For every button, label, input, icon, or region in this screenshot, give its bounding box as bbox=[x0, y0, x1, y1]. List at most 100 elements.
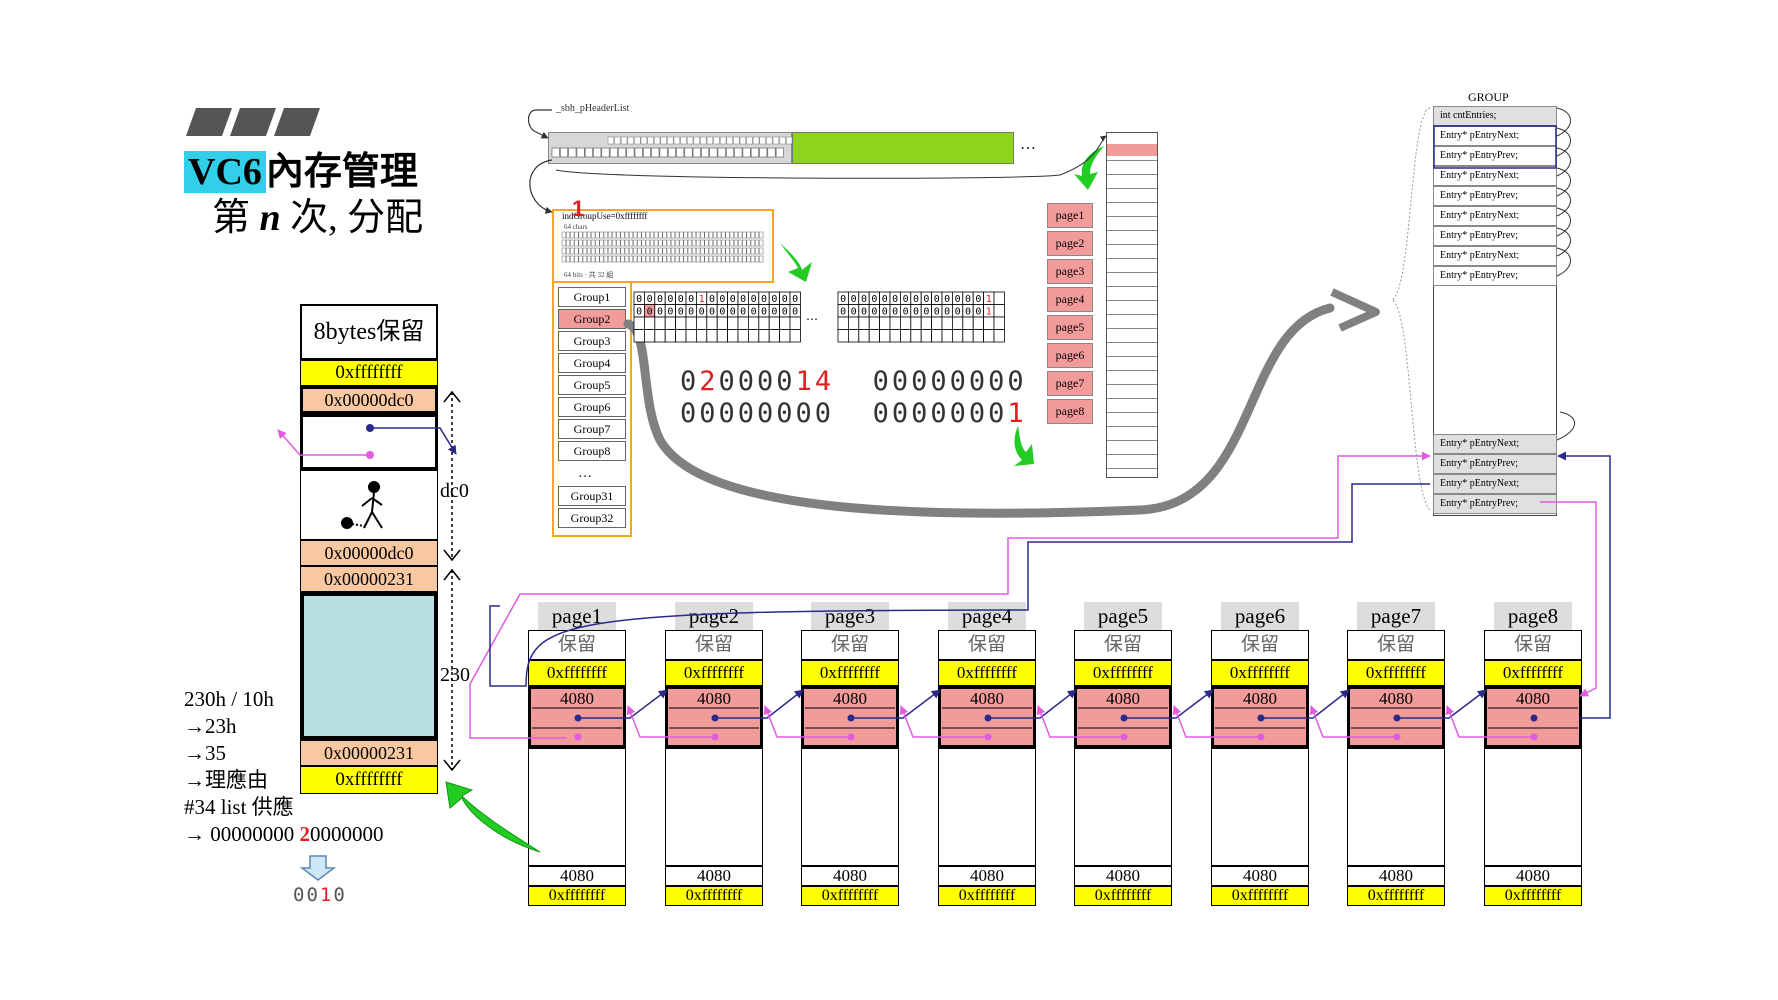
use-char-cell bbox=[691, 239, 697, 247]
use-char-cell bbox=[670, 231, 676, 239]
use-char-cell bbox=[759, 255, 764, 263]
header-list-link bbox=[527, 109, 552, 139]
bit-cell bbox=[858, 316, 870, 330]
use-char-cell bbox=[637, 247, 642, 255]
use-char-cell bbox=[595, 231, 600, 239]
use-char-cell bbox=[628, 247, 634, 255]
group-brace bbox=[1390, 107, 1431, 511]
bit-cell bbox=[758, 329, 770, 343]
use-char-cell bbox=[574, 255, 579, 263]
bits-r2-red: 1 bbox=[1007, 398, 1027, 429]
page-label: page4 bbox=[948, 602, 1026, 630]
use-char-cell bbox=[574, 247, 579, 255]
use-char-cell bbox=[616, 231, 621, 239]
bit-value: 0 bbox=[955, 294, 961, 305]
page-bottom-size: 4080 bbox=[1347, 866, 1445, 886]
use-char-cell bbox=[645, 239, 650, 247]
bit-value: 0 bbox=[688, 307, 694, 318]
bit-value: 0 bbox=[903, 307, 909, 318]
page-chain-links bbox=[532, 689, 1578, 741]
use-char-cell bbox=[561, 255, 566, 263]
use-char-cell bbox=[637, 255, 642, 263]
use-char-cell bbox=[649, 247, 655, 255]
page-body bbox=[528, 748, 626, 866]
header-list-cell bbox=[742, 147, 751, 158]
bit-value: 0 bbox=[761, 307, 767, 318]
bit-value: 0 bbox=[840, 307, 846, 318]
use-char-cell bbox=[666, 255, 671, 263]
use-char-cell bbox=[675, 247, 680, 255]
big-gray-arrow-head bbox=[1330, 288, 1380, 332]
bit-cell bbox=[983, 329, 995, 343]
header-list-cell bbox=[568, 147, 577, 158]
use-char-cell bbox=[612, 255, 617, 263]
green-arrow-bottom-left-icon bbox=[445, 781, 541, 853]
bit-value: 0 bbox=[861, 294, 867, 305]
page-label: page8 bbox=[1494, 602, 1572, 630]
use-char-cell bbox=[586, 239, 592, 247]
bit-value: 0 bbox=[730, 307, 736, 318]
bit-value: 0 bbox=[861, 307, 867, 318]
page-body bbox=[938, 748, 1036, 866]
navy-link-right bbox=[1557, 451, 1611, 719]
bit-value: 0 bbox=[871, 307, 877, 318]
header-list-cell bbox=[750, 147, 759, 158]
group-item: Group4 bbox=[558, 353, 626, 373]
left-231-bottom: 0x00000231 bbox=[300, 740, 438, 766]
page-label: page7 bbox=[1357, 602, 1435, 630]
page-body bbox=[1074, 748, 1172, 866]
use-char-cell bbox=[662, 231, 667, 239]
header-list-cell bbox=[701, 147, 710, 158]
use-char-cell bbox=[599, 239, 604, 247]
use-char-cell bbox=[574, 231, 579, 239]
header-list-cell bbox=[653, 136, 661, 145]
page-fill-bottom: 0xffffffff bbox=[1211, 886, 1309, 906]
bit-value: 0 bbox=[782, 294, 788, 305]
bit-value: 0 bbox=[923, 307, 929, 318]
bit-cell bbox=[654, 329, 666, 343]
use-char-cell bbox=[704, 247, 709, 255]
use-char-cell bbox=[624, 247, 629, 255]
header-list-cell bbox=[692, 147, 701, 158]
bit-value: 0 bbox=[667, 294, 673, 305]
use-char-cell bbox=[565, 247, 571, 255]
use-char-cell bbox=[612, 231, 617, 239]
use-char-cell bbox=[738, 231, 743, 239]
use-char-cell bbox=[696, 247, 701, 255]
next-link bbox=[1124, 689, 1214, 719]
bit-value: 0 bbox=[751, 307, 757, 318]
use-char-cell bbox=[717, 247, 722, 255]
prev-dot bbox=[711, 733, 719, 741]
bit-value: 0 bbox=[647, 294, 653, 305]
header-list-cell bbox=[734, 147, 743, 158]
use-char-cell bbox=[750, 247, 755, 255]
tall-header-list-selected bbox=[1107, 144, 1157, 156]
bit-cell bbox=[748, 329, 760, 343]
sbh-label: _sbh_pHeaderList bbox=[556, 103, 630, 114]
use-char-cell bbox=[624, 231, 629, 239]
header-list-cell bbox=[551, 147, 560, 158]
page-fill-bottom: 0xffffffff bbox=[528, 886, 626, 906]
use-char-cell bbox=[645, 231, 650, 239]
header-list-cell bbox=[680, 136, 687, 145]
header-list-cell bbox=[717, 147, 726, 158]
header-list-cell bbox=[626, 147, 635, 158]
header-list-cell bbox=[759, 147, 768, 158]
prev-dot bbox=[1120, 733, 1128, 741]
walking-figure-icon bbox=[341, 481, 383, 529]
bit-cell bbox=[983, 316, 995, 330]
header-list-cell bbox=[713, 136, 720, 145]
dim-dc0-label: dc0 bbox=[440, 480, 469, 502]
use-char-cell bbox=[670, 239, 676, 247]
use-char-cell bbox=[666, 247, 671, 255]
page-body bbox=[801, 748, 899, 866]
use-char-cell bbox=[649, 239, 655, 247]
left-dc0-bottom: 0x00000dc0 bbox=[300, 540, 438, 566]
prev-dot bbox=[1393, 733, 1401, 741]
use-char-cell bbox=[662, 247, 667, 255]
page-label: page3 bbox=[811, 602, 889, 630]
header-list-cell bbox=[584, 147, 593, 158]
bit-value: 1 bbox=[986, 294, 992, 305]
group-entry: Entry* pEntryNext; bbox=[1433, 206, 1557, 226]
use-char-cell bbox=[729, 239, 734, 247]
